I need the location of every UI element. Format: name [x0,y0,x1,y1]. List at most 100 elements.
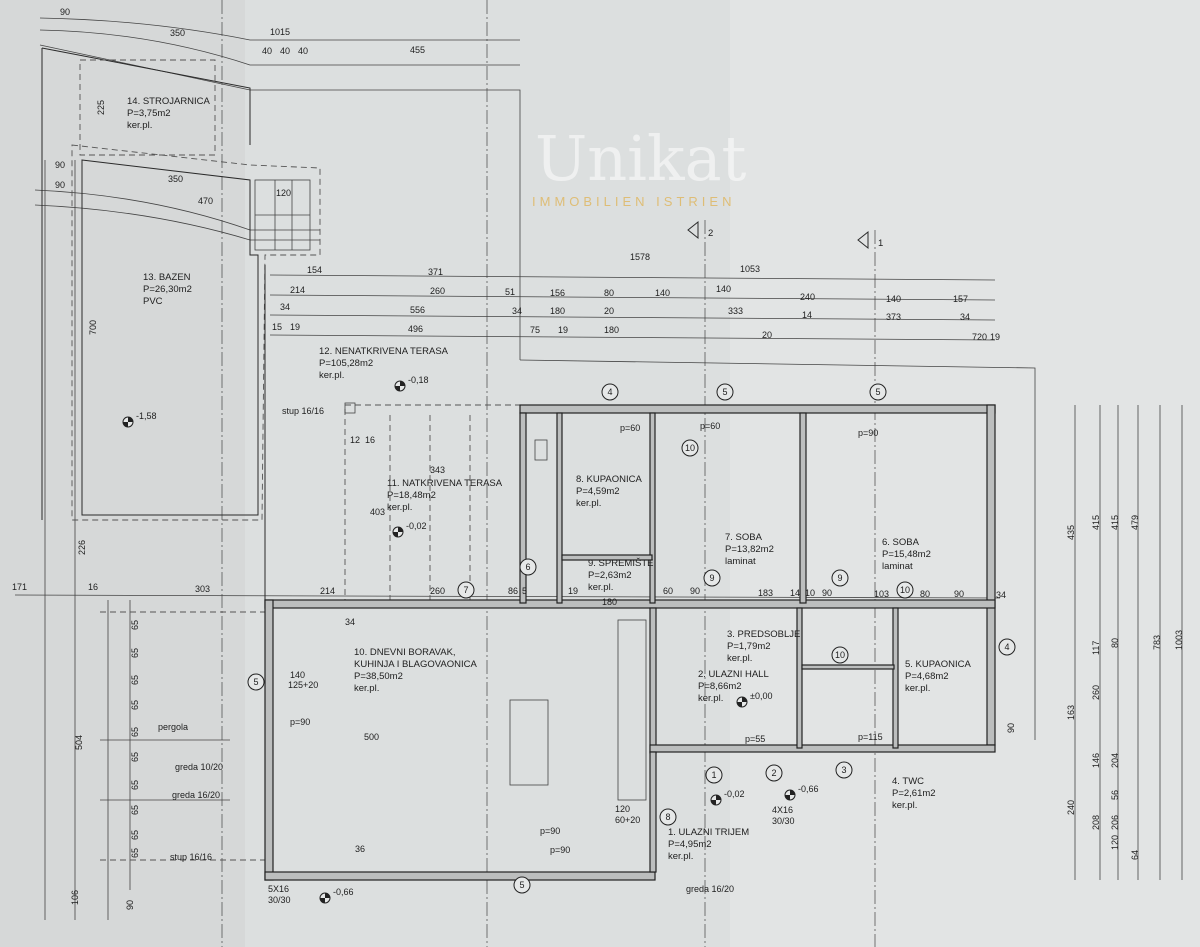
dimension-pool_b: 470 [198,196,213,206]
dimension-pool_side: 504 [74,735,84,750]
dimension-row4: 75 [530,325,540,335]
paper-panel-mid [245,0,730,947]
svg-text:30/30: 30/30 [772,816,795,826]
svg-text:ker.pl.: ker.pl. [668,851,693,862]
detail-marker-number: 10 [685,443,695,453]
detail-marker-number: 10 [835,650,845,660]
detail-marker: 9 [703,569,721,587]
svg-text:greda 16/20: greda 16/20 [172,790,220,800]
dimension-mid: 183 [758,588,773,598]
dimension-right_v: 206 [1110,815,1120,830]
level-value: -0,02 [724,789,745,799]
detail-marker-number: 1 [711,770,716,780]
svg-text:ker.pl.: ker.pl. [387,502,412,513]
svg-text:2: 2 [708,228,713,239]
dimension-right_v: 435 [1066,525,1076,540]
dimension-mid: 86 [508,586,518,596]
dimension-right_v: 120 [1110,835,1120,850]
svg-text:4X16: 4X16 [772,805,793,815]
svg-text:pergola: pergola [158,722,188,732]
detail-marker-number: 2 [771,768,776,778]
dimension-right_v: 117 [1091,641,1101,655]
dimension-mid: 214 [320,586,335,596]
detail-marker-number: 8 [665,812,670,822]
dimension-row1: 1578 [630,252,650,262]
dimension-row3: 34 [280,302,290,312]
dimension-right_v: 415 [1110,515,1120,530]
watermark-logo: Unikat IMMOBILIEN ISTRIEN [532,122,747,209]
dimension-pool_side: 226 [77,540,87,555]
dimension-left_v: 65 [130,700,140,710]
dimension-row4: 720 [972,332,987,342]
dimension-right_v: 479 [1130,515,1140,530]
room-10-dnevni-boravak: 10. DNEVNI BORAVAK,KUHINJA I BLAGOVAONIC… [354,647,477,694]
dimension-row3: 20 [604,306,614,316]
dimension-interior: p=55 [745,734,765,744]
dimension-top_b: 40 [262,46,272,56]
dimension-right_v: 64 [1130,850,1140,860]
dimension-right_v: 163 [1066,705,1076,720]
dimension-interior: p=90 [858,428,878,438]
detail-marker-number: 5 [722,387,727,397]
dimension-mid: 171 [12,582,27,592]
dimension-row3: 333 [728,306,743,316]
svg-text:1. ULAZNI TRIJEM: 1. ULAZNI TRIJEM [668,827,749,838]
dimension-interior: 12 [350,435,360,445]
svg-text:12. NENATKRIVENA TERASA: 12. NENATKRIVENA TERASA [319,346,449,357]
dimension-top_a: 350 [170,28,185,38]
svg-text:30/30: 30/30 [268,895,291,905]
detail-marker: 5 [869,383,887,401]
paper-panel-right [730,0,1200,947]
dimension-mid: 14 [790,588,800,598]
svg-text:P=15,48m2: P=15,48m2 [882,549,931,560]
dimension-mid: 260 [430,586,445,596]
dimension-left_v: 90 [125,900,135,910]
detail-marker-number: 3 [841,765,846,775]
dimension-row1: 1053 [740,264,760,274]
dimension-row1: 154 [307,265,322,275]
dimension-top_b: 40 [298,46,308,56]
dimension-interior: p=90 [540,826,560,836]
svg-text:laminat: laminat [725,556,756,567]
dimension-pool_b: 90 [55,180,65,190]
level-value: -0,02 [406,521,427,531]
level-marker: -0,66 [319,887,354,904]
dimension-mid: 34 [996,590,1006,600]
svg-text:2. ULAZNI HALL: 2. ULAZNI HALL [698,669,769,680]
dimension-pool_a: 350 [168,174,183,184]
dimension-left_v: 65 [130,805,140,815]
svg-text:P=3,75m2: P=3,75m2 [127,108,171,119]
svg-text:IMMOBILIEN ISTRIEN: IMMOBILIEN ISTRIEN [532,194,735,209]
dimension-pool_a: 90 [55,160,65,170]
svg-text:greda 10/20: greda 10/20 [175,762,223,772]
detail-marker: 7 [457,581,475,599]
svg-text:5X16: 5X16 [268,884,289,894]
dimension-row4: 496 [408,324,423,334]
svg-text:Unikat: Unikat [535,122,747,195]
detail-marker: 9 [831,569,849,587]
svg-text:P=8,66m2: P=8,66m2 [698,681,742,692]
detail-marker: 10 [681,439,699,457]
detail-marker-number: 5 [519,880,524,890]
dimension-row2: 240 [800,292,815,302]
dimension-row2: 157 [953,294,968,304]
detail-marker: 5 [513,876,531,894]
dimension-left_v: 65 [130,848,140,858]
dimension-row2: 80 [604,288,614,298]
dimension-row4: 15 [272,322,282,332]
svg-text:P=2,61m2: P=2,61m2 [892,788,936,799]
detail-marker-number: 9 [837,573,842,583]
dimension-mid: 103 [874,589,889,599]
dimension-right_v: 90 [1006,723,1016,733]
dimension-interior: 403 [370,507,385,517]
